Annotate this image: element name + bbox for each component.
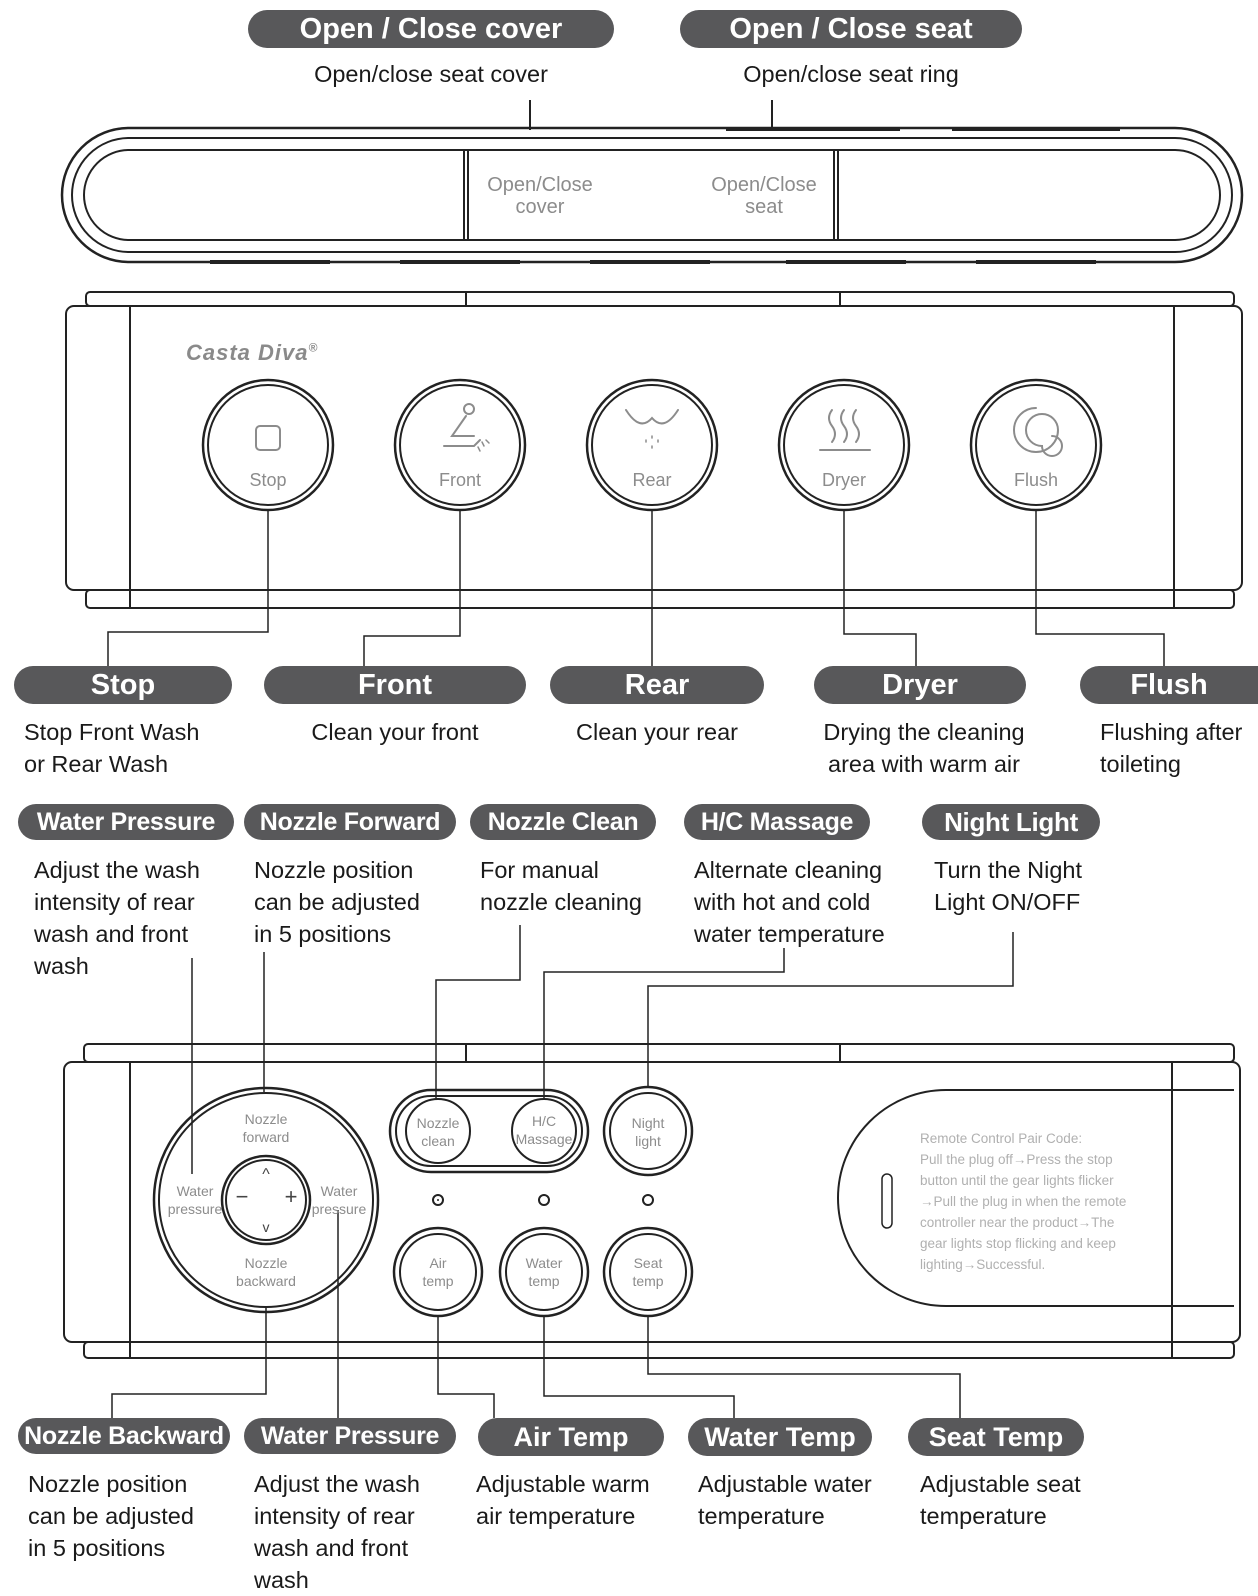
water-pressure-bottom-title: Water Pressure: [244, 1418, 456, 1454]
nozzle-clean-title: Nozzle Clean: [470, 804, 656, 840]
open-close-seat-desc: Open/close seat ring: [743, 61, 959, 87]
flush-desc: Flushing after toileting: [1100, 719, 1243, 777]
nozzle-backward-desc: Nozzle position can be adjusted in 5 pos…: [28, 1471, 194, 1561]
water-pressure-right-button[interactable]: Water pressure: [311, 1183, 367, 1217]
water-pressure-left-button[interactable]: Water pressure: [167, 1183, 223, 1217]
flush-button[interactable]: Flush: [1013, 470, 1058, 490]
water-temp-title: Water Temp: [688, 1418, 872, 1456]
flush-swirl-icon: [1013, 407, 1063, 457]
open-close-cover-desc: Open/close seat cover: [314, 61, 548, 87]
front-title: Front: [264, 666, 526, 704]
nozzle-backward-button[interactable]: Nozzle backward: [236, 1255, 296, 1289]
front-wash-icon: [443, 403, 490, 452]
square-icon: [255, 425, 281, 451]
nozzle-backward-title: Nozzle Backward: [18, 1418, 230, 1454]
open-close-seat-title: Open / Close seat: [680, 10, 1022, 48]
rear-button[interactable]: Rear: [632, 470, 672, 490]
air-temp-desc: Adjustable warm air temperature: [476, 1471, 650, 1529]
stop-button[interactable]: Stop: [249, 470, 287, 490]
plus-icon[interactable]: +: [284, 1184, 298, 1209]
air-temp-title: Air Temp: [478, 1418, 664, 1456]
stop-title: Stop: [14, 666, 232, 704]
open-close-cover-title: Open / Close cover: [248, 10, 614, 48]
nozzle-forward-button[interactable]: Nozzle forward: [242, 1111, 290, 1145]
seat-temp-desc: Adjustable seat temperature: [920, 1471, 1081, 1529]
rear-wash-icon: [625, 409, 679, 449]
dryer-heat-icon: [819, 409, 871, 451]
hc-massage-desc: Alternate cleaning with hot and cold wat…: [694, 857, 885, 947]
seat-temp-title: Seat Temp: [908, 1418, 1084, 1456]
night-light-button[interactable]: Night light: [631, 1115, 665, 1149]
nozzle-forward-title: Nozzle Forward: [244, 804, 456, 840]
rear-desc: Clean your rear: [576, 719, 738, 745]
seat-temp-button[interactable]: Seat temp: [632, 1255, 664, 1289]
brand-logo: Casta Diva®: [186, 340, 319, 365]
dryer-desc: Drying the cleaning area with warm air: [823, 719, 1025, 777]
dryer-button[interactable]: Dryer: [822, 470, 866, 490]
chevron-up-icon[interactable]: ^: [262, 1166, 270, 1183]
front-desc: Clean your front: [311, 719, 479, 745]
nozzle-clean-desc: For manual nozzle cleaning: [480, 857, 642, 915]
hc-massage-title: H/C Massage: [684, 804, 870, 840]
rear-title: Rear: [550, 666, 764, 704]
water-pressure-title: Water Pressure: [18, 804, 234, 840]
dryer-title: Dryer: [814, 666, 1026, 704]
chevron-down-icon[interactable]: v: [262, 1219, 270, 1235]
open-close-cover-button[interactable]: Open/Close cover: [487, 174, 593, 218]
minus-icon[interactable]: −: [235, 1184, 249, 1209]
water-pressure-bottom-desc: Adjust the wash intensity of rear wash a…: [254, 1471, 420, 1593]
water-temp-button[interactable]: Water temp: [525, 1255, 563, 1289]
hc-massage-button[interactable]: H/C Massage: [515, 1113, 573, 1147]
open-close-seat-button[interactable]: Open/Close seat: [711, 174, 817, 218]
water-temp-desc: Adjustable water temperature: [698, 1471, 872, 1529]
front-button[interactable]: Front: [438, 470, 481, 490]
pair-code-instructions: Remote Control Pair Code: Pull the plug …: [920, 1131, 1127, 1272]
night-light-title: Night Light: [922, 804, 1100, 840]
nozzle-forward-desc: Nozzle position can be adjusted in 5 pos…: [254, 857, 420, 947]
stop-desc: Stop Front Wash or Rear Wash: [24, 719, 200, 777]
nozzle-clean-button[interactable]: Nozzle clean: [416, 1115, 460, 1149]
night-light-desc: Turn the Night Light ON/OFF: [934, 857, 1083, 915]
air-temp-button[interactable]: Air temp: [422, 1255, 454, 1289]
flush-title: Flush: [1080, 666, 1258, 704]
water-pressure-desc: Adjust the wash intensity of rear wash a…: [34, 857, 200, 979]
